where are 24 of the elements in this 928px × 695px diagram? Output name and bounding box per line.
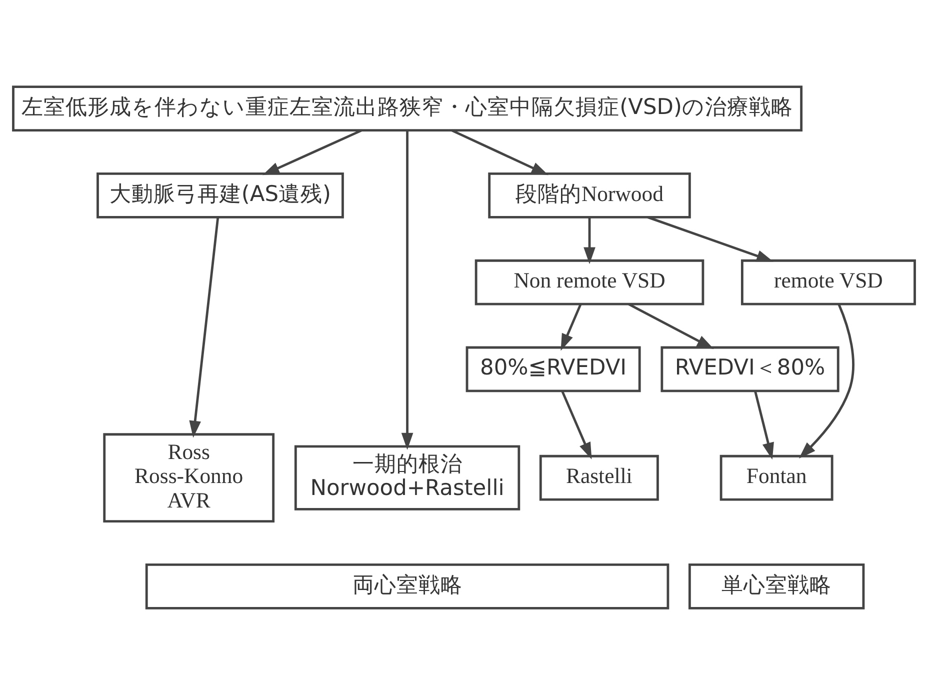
- node-box: 80%≦RVEDVI: [466, 346, 641, 392]
- node-box: 一期的根治 Norwood+Rastelli: [294, 445, 520, 510]
- arrow: [798, 304, 854, 458]
- arrow: [584, 218, 596, 264]
- arrow: [189, 217, 220, 438]
- node-box: 単心室戦略: [688, 564, 865, 610]
- node-box: 左室低形成を伴わない重症左室流出路狭窄・心室中隔欠損症(VSD)の治療戦略: [12, 86, 803, 132]
- arrow: [754, 391, 774, 460]
- arrow: [451, 129, 548, 176]
- arrow: [628, 303, 714, 349]
- node-box: RVEDVI＜80%: [660, 346, 840, 392]
- node-box: Rastelli: [539, 454, 659, 501]
- node-box: remote VSD: [740, 259, 916, 306]
- arrow: [561, 390, 592, 460]
- arrow: [401, 130, 414, 450]
- node-box: 大動脈弓再建(AS遺残): [96, 172, 344, 218]
- node-box: Fontan: [720, 454, 834, 501]
- node-box: Ross Ross-Konno AVR: [103, 433, 275, 522]
- arrow: [560, 304, 582, 351]
- arrow: [647, 216, 774, 262]
- node-box: Non remote VSD: [474, 259, 704, 306]
- node-box: 段階的Norwood: [488, 172, 691, 218]
- node-box: 両心室戦略: [145, 564, 670, 610]
- arrow: [262, 129, 362, 176]
